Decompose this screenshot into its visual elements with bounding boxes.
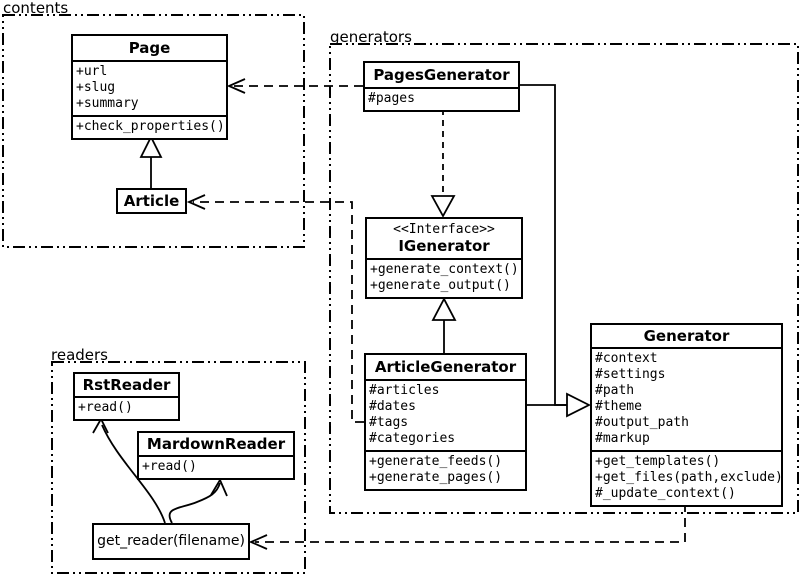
package-generators-border (329, 43, 799, 514)
class-page-attributes: +url +slug +summary (73, 60, 226, 115)
attribute: #settings (595, 367, 666, 382)
generalization-to-generator (520, 84, 592, 418)
class-mardownreader: MardownReader +read() (137, 431, 295, 480)
method: +read() (78, 400, 133, 415)
class-mardownreader-title: MardownReader (146, 435, 286, 453)
attribute: #tags (369, 415, 409, 430)
attribute: +slug (76, 80, 116, 95)
function-get-reader: get_reader(filename) (92, 523, 250, 560)
method: +generate_context() (370, 262, 519, 277)
generalization-articlegenerator-to-igenerator (431, 297, 457, 353)
method: #_update_context() (595, 486, 736, 501)
class-pagesgenerator: PagesGenerator #pages (363, 61, 520, 112)
dependency-pagesgenerator-to-page (226, 78, 363, 94)
realization-pagesgenerator-to-igenerator (430, 109, 456, 218)
attribute: #path (595, 383, 635, 398)
class-rstreader-methods: +read() (75, 396, 178, 419)
method: +generate_output() (370, 278, 511, 293)
method: +check_properties() (76, 119, 225, 134)
package-label-generators: generators (330, 28, 412, 46)
class-mardownreader-methods: +read() (139, 455, 293, 478)
class-articlegenerator-attributes: #articles #dates #tags #categories (366, 379, 525, 450)
arrow-getreader-to-mardownreader (168, 478, 228, 524)
class-pagesgenerator-attributes: #pages (365, 87, 518, 110)
attribute: #context (595, 351, 658, 366)
generalization-article-to-page (139, 134, 163, 188)
package-readers-border (51, 361, 306, 574)
method: +generate_pages() (369, 470, 503, 485)
method: +get_templates() (595, 454, 721, 469)
attribute: #categories (369, 431, 456, 446)
class-generator-methods: +get_templates() +get_files(path,exclude… (592, 450, 783, 505)
attribute: #theme (595, 399, 642, 414)
method: +get_files(path,exclude) (595, 470, 783, 485)
class-articlegenerator-methods: +generate_feeds() +generate_pages() (366, 450, 525, 489)
class-igenerator-title: IGenerator (398, 237, 490, 255)
class-pagesgenerator-title: PagesGenerator (373, 66, 510, 84)
package-contents-border (2, 14, 305, 248)
class-page: Page +url +slug +summary +check_properti… (71, 34, 228, 140)
attribute: #markup (595, 431, 650, 446)
attribute: #pages (368, 91, 415, 106)
class-generator-title: Generator (643, 327, 730, 345)
package-label-readers: readers (51, 346, 108, 364)
attribute: #output_path (595, 415, 689, 430)
dependency-generator-to-getreader (248, 503, 686, 550)
attribute: +summary (76, 96, 139, 111)
class-igenerator: <<Interface>> IGenerator +generate_conte… (365, 217, 523, 299)
dependency-articlegenerator-to-article (186, 194, 364, 423)
attribute: #articles (369, 383, 440, 398)
class-rstreader: RstReader +read() (73, 372, 180, 421)
class-articlegenerator: ArticleGenerator #articles #dates #tags … (364, 353, 527, 491)
class-rstreader-title: RstReader (82, 376, 171, 394)
class-article-title: Article (123, 192, 180, 210)
method: +generate_feeds() (369, 454, 503, 469)
class-page-methods: +check_properties() (73, 115, 226, 138)
class-generator-attributes: #context #settings #path #theme #output_… (592, 347, 781, 450)
class-igenerator-methods: +generate_context() +generate_output() (367, 258, 521, 297)
class-igenerator-stereotype: <<Interface>> (393, 222, 495, 237)
class-article: Article (116, 188, 187, 214)
attribute: +url (76, 64, 108, 79)
class-page-title: Page (128, 39, 171, 57)
attribute: #dates (369, 399, 416, 414)
package-label-contents: contents (3, 0, 69, 17)
class-articlegenerator-title: ArticleGenerator (374, 358, 517, 376)
class-generator: Generator #context #settings #path #them… (590, 323, 783, 507)
method: +read() (142, 459, 197, 474)
